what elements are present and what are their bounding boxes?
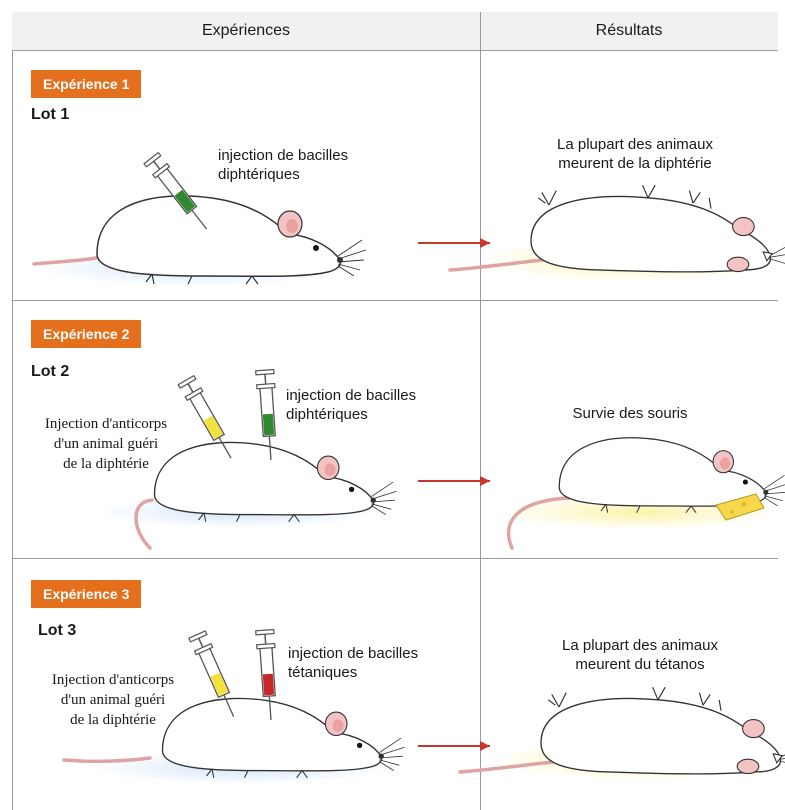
row1-dead-mouse — [531, 185, 785, 272]
row3-dead-mouse — [541, 687, 785, 774]
row3-mouse — [163, 699, 405, 778]
row2-mouse — [155, 443, 397, 522]
row1-mouse — [97, 196, 366, 284]
row3-tail — [64, 758, 150, 761]
